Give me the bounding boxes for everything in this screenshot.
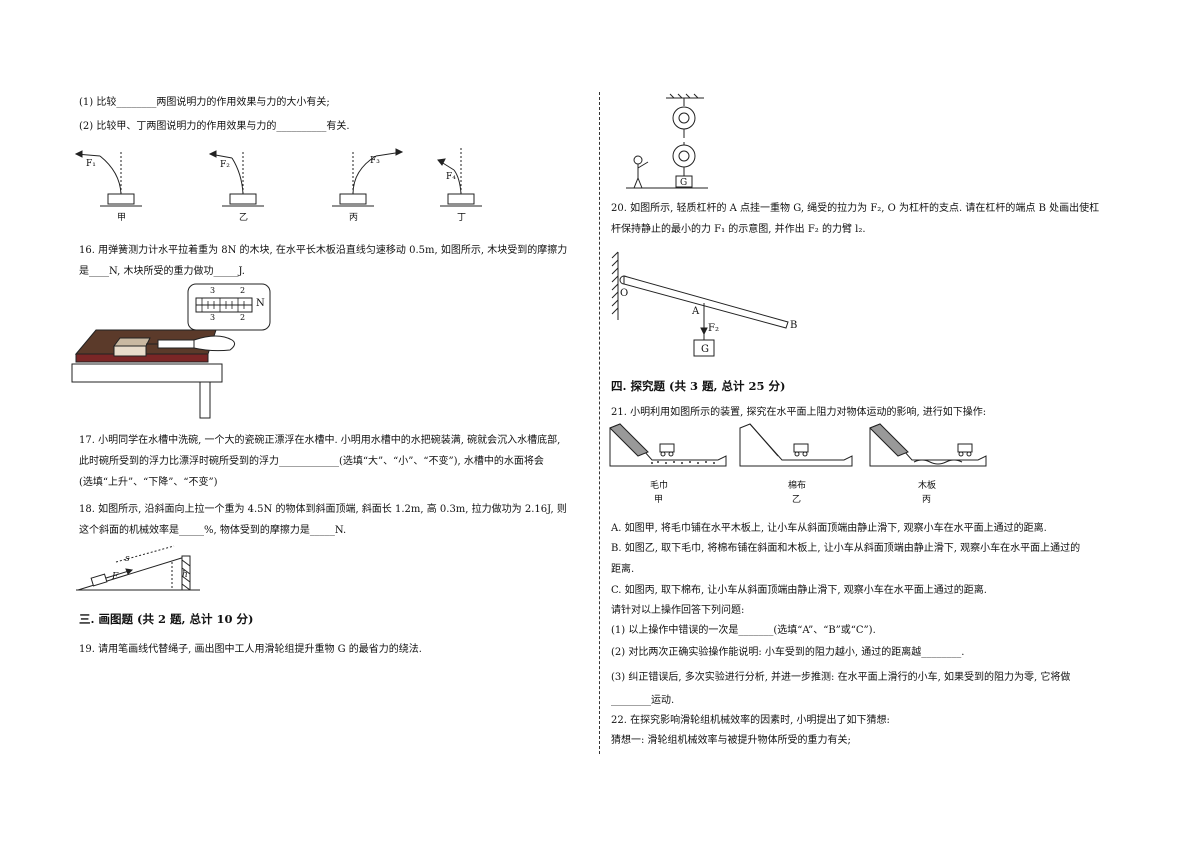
q19-text: 19. 请用笔画线代替绳子, 画出图中工人用滑轮组提升重物 G 的最省力的绕法. [79,644,422,655]
q15-force-label: F₄ [446,172,456,182]
section-3-heading: 三. 画图题 (共 2 题, 总计 10 分) [79,612,254,626]
q22-line1: 22. 在探究影响滑轮组机械效率的因素时, 小明提出了如下猜想: [611,715,890,726]
q18-line1: 18. 如图所示, 沿斜面向上拉一个重为 4.5N 的物体到斜面顶端, 斜面长 … [79,504,567,515]
q15-label-jia: 甲 [117,213,127,223]
column-divider [599,92,600,754]
q18-line2: 这个斜面的机械效率是_____%, 物体受到的摩擦力是_____N. [79,525,347,536]
pulley-weight-label: G [680,178,688,188]
q16-line1: 16. 用弹簧测力计水平拉着重为 8N 的木块, 在水平长木板沿直线匀速移动 0… [79,245,568,256]
q20-line2: 杆保持静止的最小的力 F₁ 的示意图, 并作出 F₂ 的力臂 l₂. [611,224,866,235]
q15-force-label: F₂ [220,160,230,170]
q16-line2: 是____N, 木块所受的重力做功_____J. [79,266,245,277]
q21-fig-top-label: 毛巾 [650,481,669,491]
q15-force-label: F₃ [370,156,380,166]
q16-scale-tick: 3 [210,286,216,295]
q17-line3: (选填“上升”、“下降”、“不变”) [79,477,218,488]
lever-label-g: G [701,344,709,355]
q21-figure [609,423,987,467]
q18-label-s: s [125,554,130,564]
q21-intro: 21. 小明利用如图所示的装置, 探究在水平面上阻力对物体运动的影响, 进行如下… [611,407,987,418]
q15-figure [74,148,482,207]
lever-label-a: A [692,306,700,317]
q18-label-f: F [112,572,119,582]
q21-question-3a: (3) 纠正错误后, 多次实验进行分析, 并进一步推测: 在水平面上滑行的小车,… [611,672,1071,683]
q16-figure [71,283,271,419]
q18-label-h: h [182,570,188,580]
q15-label-bing: 丙 [349,213,359,223]
q16-scale-tick: 2 [240,286,246,295]
q17-line2: 此时碗所受到的浮力比漂浮时碗所受到的浮力____________(选填“大”、“… [79,456,544,467]
q20-line1: 20. 如图所示, 轻质杠杆的 A 点挂一重物 G, 绳受的拉力为 F₂, O … [611,203,1100,214]
q17-line1: 17. 小明同学在水槽中洗碗, 一个大的瓷碗正漂浮在水槽中. 小明用水槽中的水把… [79,435,561,446]
q18-figure [76,545,200,591]
q21-step-c: C. 如图丙, 取下棉布, 让小车从斜面顶端由静止滑下, 观察小车在水平面上通过… [611,585,987,596]
q21-ask: 请针对以上操作回答下列问题: [611,605,745,616]
lever-figure [611,251,789,357]
lever-label-b: B [790,320,798,331]
q21-step-b-line1: B. 如图乙, 取下毛巾, 将棉布铺在斜面和木板上, 让小车从斜面顶端由静止滑下… [611,543,1081,554]
q16-scale-tick: 3 [210,313,216,322]
q15-part2: (2) 比较甲、丁两图说明力的作用效果与力的__________有关. [79,121,350,132]
q21-fig-bottom-label: 甲 [654,495,664,505]
q21-question-2: (2) 对比两次正确实验操作能说明: 小车受到的阻力越小, 通过的距离越____… [611,647,965,658]
section-4-heading: 四. 探究题 (共 3 题, 总计 25 分) [611,379,786,393]
q21-fig-bottom-label: 乙 [792,495,802,505]
q21-fig-top-label: 棉布 [788,481,807,491]
q21-step-b-line2: 距离. [611,564,635,575]
q22-line2: 猜想一: 滑轮组机械效率与被提升物体所受的重力有关; [611,735,851,746]
q21-question-1: (1) 以上操作中错误的一次是_______(选填“A”、“B”或“C”). [611,625,876,636]
lever-label-f2: F₂ [708,323,719,334]
q21-fig-top-label: 木板 [918,481,937,491]
q21-step-a: A. 如图甲, 将毛巾铺在水平木板上, 让小车从斜面顶端由静止滑下, 观察小车在… [611,523,1047,534]
q16-scale-tick: 2 [240,313,246,322]
q21-question-3b: ________运动. [611,695,675,706]
q16-scale-unit: N [256,298,265,309]
pulley-figure [626,93,708,189]
q15-label-ding: 丁 [457,213,467,223]
lever-label-o: O [620,288,629,299]
q15-part1: (1) 比较________两图说明力的作用效果与力的大小有关; [79,97,330,108]
q15-label-yi: 乙 [239,213,249,223]
q15-force-label: F₁ [86,159,96,169]
q21-fig-bottom-label: 丙 [922,495,932,505]
